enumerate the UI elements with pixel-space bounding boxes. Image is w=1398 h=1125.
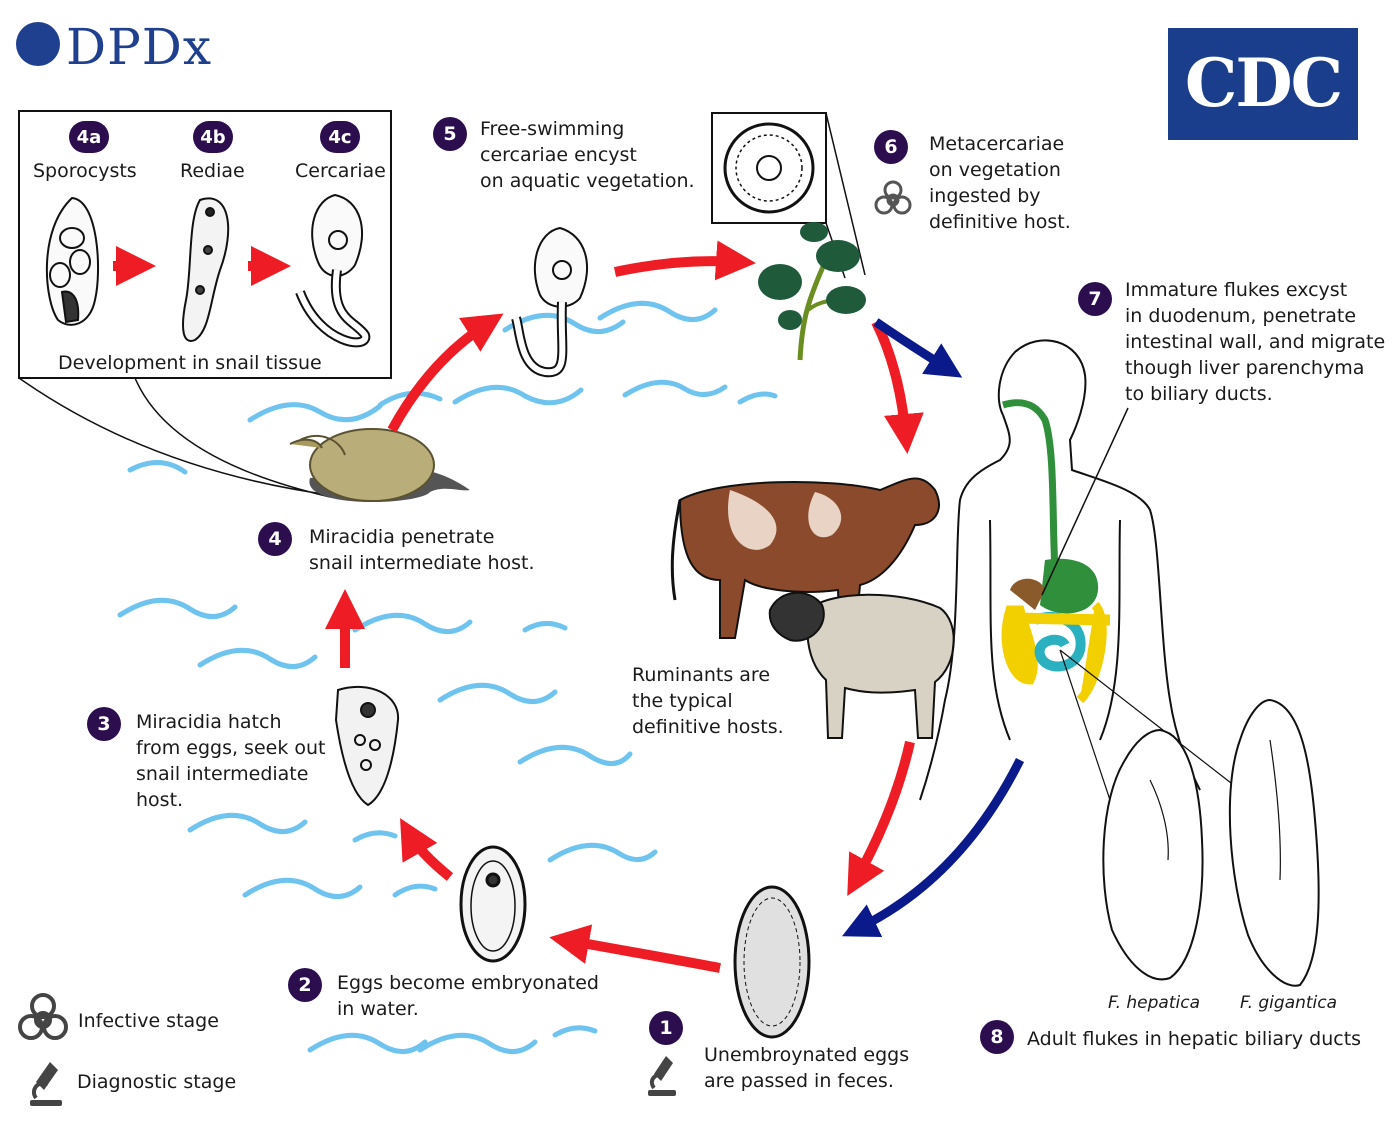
cdc-logo-text: CDC — [1184, 44, 1343, 122]
badge-2: 2 — [288, 968, 322, 1002]
embryonated-egg-drawing — [459, 845, 527, 963]
arrow-4-to-5 — [387, 313, 504, 433]
sheep-drawing — [768, 591, 955, 739]
arrow-human-to-1 — [842, 757, 1025, 937]
step5-line: cercariae encyst — [480, 144, 637, 166]
badge-4c: 4c — [320, 121, 360, 153]
step5-line: Free-swimming — [480, 118, 625, 140]
step3-line: host. — [136, 789, 184, 811]
microscope-icon — [30, 1062, 62, 1106]
step1-text: Unembroynated eggs are passed in feces. — [704, 1042, 909, 1094]
water-waves — [117, 300, 778, 1054]
badge-8: 8 — [980, 1020, 1014, 1054]
sporocyst-drawing — [45, 196, 100, 326]
step5-line: on aquatic vegetation. — [480, 170, 695, 192]
step6-line: ingested by — [929, 185, 1041, 207]
human-body-outline — [919, 339, 1201, 801]
step5-text: Free-swimming cercariae encyst on aquati… — [480, 116, 695, 194]
badge-7: 7 — [1078, 282, 1112, 316]
unembryonated-egg-drawing — [733, 885, 811, 1039]
step6-line: definitive host. — [929, 211, 1071, 233]
ruminants-line: definitive hosts. — [632, 716, 784, 738]
snail-box-caption: Development in snail tissue — [58, 352, 322, 374]
free-cercaria-drawing — [511, 226, 589, 378]
label-rediae: Rediae — [180, 160, 245, 182]
cow-drawing — [670, 477, 940, 641]
snail-development-box — [18, 110, 392, 379]
legend-infective-label: Infective stage — [78, 1010, 219, 1032]
legend-diagnostic-label: Diagnostic stage — [77, 1071, 237, 1093]
redia-drawing — [182, 197, 230, 342]
microscope-icon-step1 — [648, 1056, 676, 1096]
step2-text: Eggs become embryonated in water. — [337, 970, 599, 1022]
cercaria-box-drawing — [295, 193, 371, 348]
step7-line: in duodenum, penetrate — [1125, 305, 1357, 327]
badge-5: 5 — [433, 117, 467, 151]
step7-line: intestinal wall, and migrate — [1125, 331, 1386, 353]
fluke-hepatica-drawing — [1102, 728, 1204, 981]
label-sporocysts: Sporocysts — [33, 160, 137, 182]
step4-line: snail intermediate host. — [309, 552, 535, 574]
step8-text: Adult flukes in hepatic biliary ducts — [1027, 1028, 1362, 1050]
step6-line: on vegetation — [929, 159, 1061, 181]
badge-6: 6 — [874, 130, 908, 164]
step6-text: Metacercariae on vegetation ingested by … — [929, 131, 1071, 235]
label-cercariae: Cercariae — [295, 160, 386, 182]
species-hepatica-label: F. hepatica — [1108, 993, 1200, 1013]
ruminants-line: Ruminants are — [632, 664, 771, 686]
step3-line: snail intermediate — [136, 763, 309, 785]
step6-line: Metacercariae — [929, 133, 1065, 155]
step7-line: Immature flukes excyst — [1125, 279, 1348, 301]
fluke-gigantica-drawing — [1228, 698, 1320, 987]
step4-line: Miracidia penetrate — [309, 526, 495, 548]
step3-line: from eggs, seek out — [136, 737, 326, 759]
biohazard-icon-step6 — [874, 180, 912, 215]
species-gigantica-label: F. gigantica — [1240, 993, 1338, 1013]
ruminants-text: Ruminants are the typical definitive hos… — [632, 662, 784, 740]
snail-drawing — [289, 428, 470, 503]
step7-text: Immature flukes excyst in duodenum, pene… — [1125, 277, 1385, 407]
step7-line: to biliary ducts. — [1125, 383, 1273, 405]
arrow-5-to-6 — [613, 240, 756, 281]
step3-line: Miracidia hatch — [136, 711, 282, 733]
arrow-1-to-2 — [549, 924, 721, 973]
blue-human-arrows — [842, 318, 1025, 937]
dpdx-logo: DPDx — [66, 18, 213, 76]
ruminants-line: the typical — [632, 690, 733, 712]
badge-1: 1 — [649, 1011, 683, 1045]
step7-line: though liver parenchyma — [1125, 357, 1365, 379]
arrow-6-to-human — [873, 318, 963, 378]
arrow-6-to-ruminants — [871, 319, 924, 454]
step2-line: Eggs become embryonated — [337, 972, 599, 994]
step1-line: are passed in feces. — [704, 1070, 894, 1092]
red-cycle-arrows — [325, 240, 924, 973]
badge-3: 3 — [87, 707, 121, 741]
step3-text: Miracidia hatch from eggs, seek out snai… — [136, 709, 325, 813]
arrow-2-to-3 — [400, 818, 454, 881]
badge-4b: 4b — [193, 121, 233, 153]
vegetation-drawing — [758, 222, 866, 361]
digestive-tract — [1001, 399, 1111, 704]
miracidium-drawing — [334, 685, 400, 807]
step2-line: in water. — [337, 998, 419, 1020]
step4-text: Miracidia penetrate snail intermediate h… — [309, 524, 535, 576]
cdc-logo: CDC — [1168, 28, 1358, 140]
dpdx-logo-emblem — [16, 22, 60, 66]
arrow-ruminants-to-1 — [847, 740, 915, 896]
badge-4a: 4a — [69, 121, 109, 153]
step1-line: Unembroynated eggs — [704, 1044, 910, 1066]
biohazard-icon — [18, 993, 68, 1040]
badge-4: 4 — [258, 522, 292, 556]
